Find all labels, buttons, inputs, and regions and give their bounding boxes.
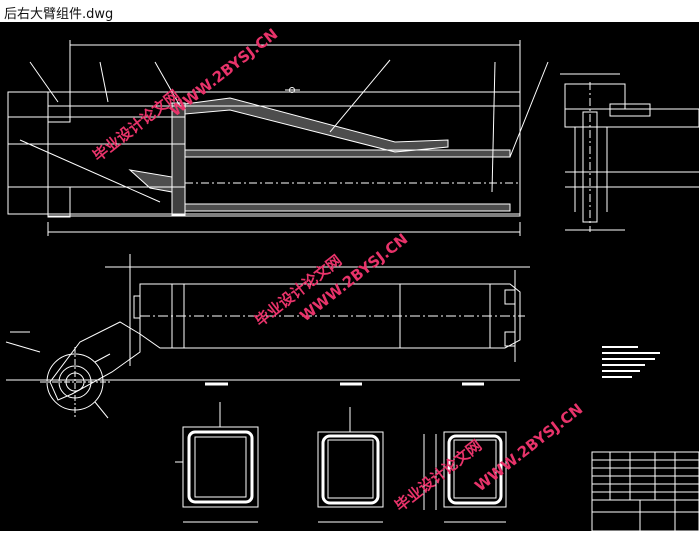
title-block xyxy=(591,451,699,532)
file-name: 后右大臂组件.dwg xyxy=(4,7,114,22)
side-view xyxy=(5,254,530,419)
drawing-canvas[interactable]: WWW.2BYSJ.CN 毕业设计论文网 WWW.2BYSJ.CN 毕业设计论文… xyxy=(0,22,699,532)
watermark-brand-1: 毕业设计论文网 xyxy=(89,86,183,165)
watermark-url-3: WWW.2BYSJ.CN xyxy=(471,400,586,495)
cad-drawing: WWW.2BYSJ.CN 毕业设计论文网 WWW.2BYSJ.CN 毕业设计论文… xyxy=(5,25,699,532)
watermark-logo: WWW.2BYSJ.CN 毕业设计论文网 WWW.2BYSJ.CN 毕业设计论文… xyxy=(89,25,586,515)
technical-notes xyxy=(602,346,660,378)
section-views xyxy=(175,402,507,523)
title-bar: 后右大臂组件.dwg xyxy=(0,0,699,22)
top-section-view xyxy=(7,40,549,236)
end-view xyxy=(560,73,699,232)
